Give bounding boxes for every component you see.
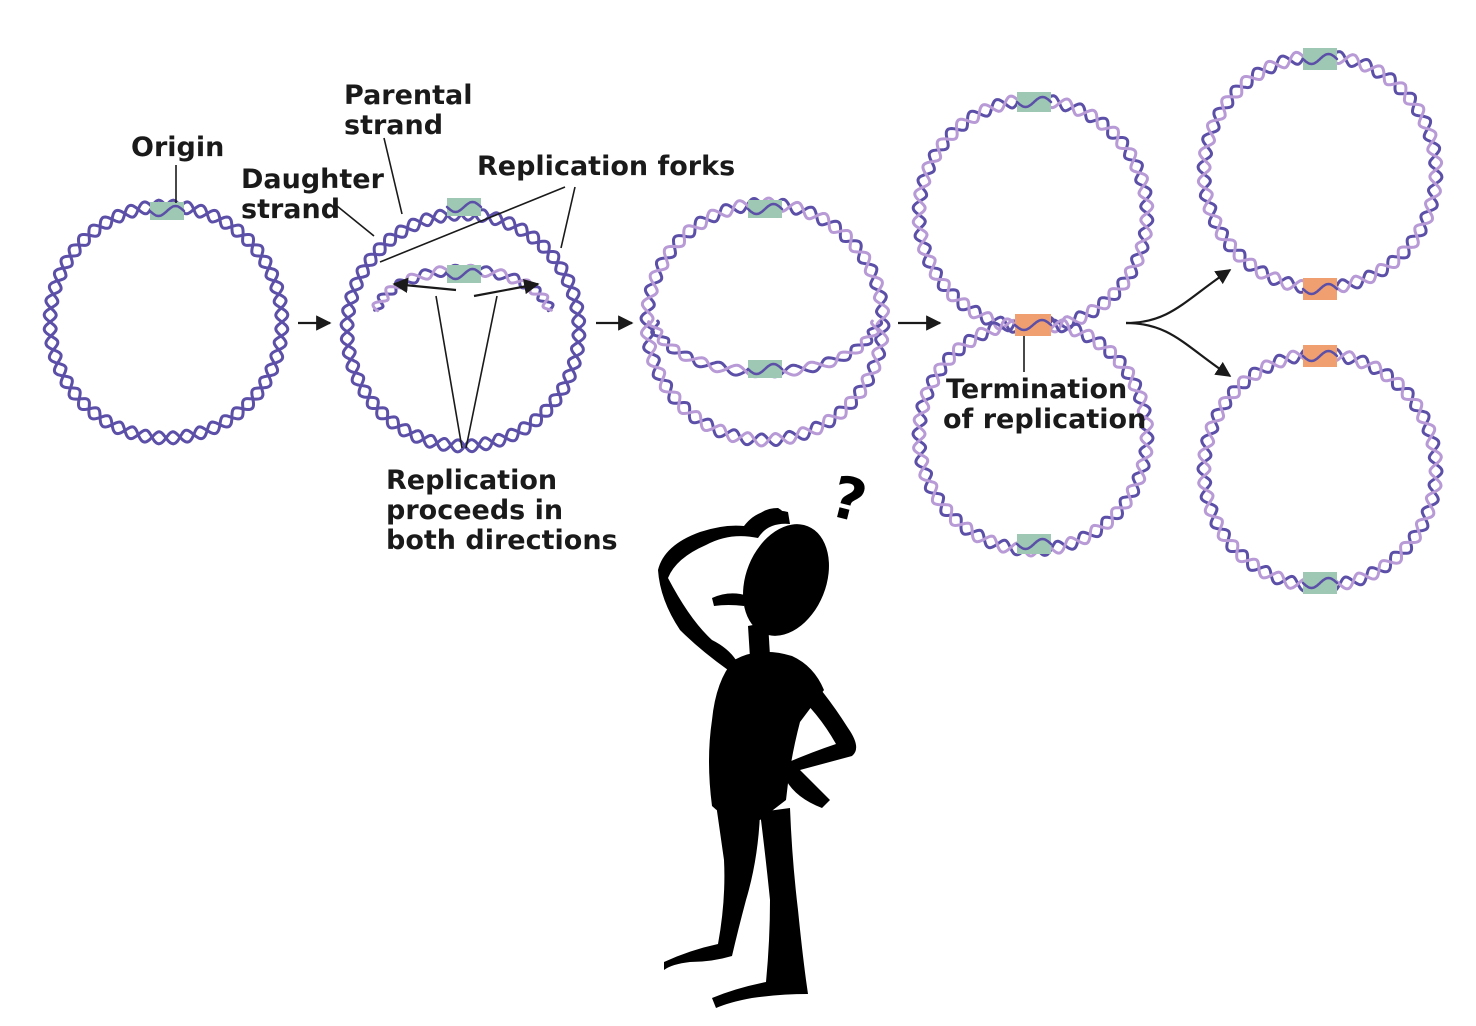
origin-helix-segment xyxy=(1015,95,1053,109)
origin-helix-segment xyxy=(1301,349,1339,363)
direction-arrow-left xyxy=(392,277,457,293)
question-mark-icon: ? xyxy=(824,462,873,536)
replication-forks-label: Replication forks xyxy=(477,151,735,182)
daughter-leader xyxy=(336,205,375,237)
origin-helix-segment xyxy=(148,204,186,218)
daughter-strand-label-2: strand xyxy=(241,194,340,225)
upper-product-helix xyxy=(1196,48,1444,296)
thinking-person-icon: ? xyxy=(658,462,873,1008)
parental-daughter-helix xyxy=(639,196,891,448)
strand-b xyxy=(639,196,891,448)
strand-b xyxy=(42,198,290,446)
daughter-strand-label-1: Daughter xyxy=(241,164,385,195)
termination-label-1: Termination xyxy=(946,374,1127,405)
origin-helix-segment xyxy=(445,200,483,214)
fork-leader-left xyxy=(379,186,566,263)
process-arrow-split-down xyxy=(1125,321,1232,377)
proceeds-leader-1 xyxy=(435,295,463,449)
origin-helix-segment xyxy=(1015,537,1053,551)
strand-a xyxy=(1196,347,1444,593)
proceeds-label-3: both directions xyxy=(386,525,618,556)
stage-3-circle xyxy=(639,196,891,448)
origin-label: Origin xyxy=(131,132,224,163)
parental-strand-label-2: strand xyxy=(344,110,443,141)
origin-helix-segment xyxy=(1013,318,1053,332)
strand-b xyxy=(911,92,1155,336)
stage-4-circles xyxy=(911,92,1155,558)
parental-helix xyxy=(339,206,587,454)
strand-a xyxy=(339,206,587,454)
stage-1-circle xyxy=(42,198,290,446)
strand-b xyxy=(1196,48,1444,296)
proceeds-label-2: proceeds in xyxy=(386,495,563,526)
process-arrow-split-up xyxy=(1125,269,1232,325)
parental-helix xyxy=(42,198,290,446)
origin-helix-segment xyxy=(746,202,784,216)
strand-b xyxy=(912,314,1154,558)
strand-a xyxy=(639,196,891,448)
parental-leader xyxy=(383,137,403,215)
proceeds-leader-2 xyxy=(465,295,498,449)
direction-arrow-right xyxy=(473,278,540,298)
origin-helix-segment xyxy=(1301,52,1339,66)
strand-b xyxy=(339,206,587,454)
strand-a xyxy=(1196,48,1444,296)
fork-leader-right xyxy=(560,186,576,249)
parental-strand-label-1: Parental xyxy=(344,80,473,111)
origin-helix-segment xyxy=(1301,282,1339,296)
upper-daughter-helix xyxy=(911,92,1155,336)
origin-helix-segment xyxy=(445,267,483,281)
lower-daughter-helix xyxy=(911,314,1155,558)
proceeds-label-1: Replication xyxy=(386,465,557,496)
lower-product-helix xyxy=(1196,346,1444,594)
stage-2-circle xyxy=(339,198,587,454)
origin-helix-segment xyxy=(1301,576,1339,590)
origin-helix-segment xyxy=(746,362,784,376)
stage-5-circles xyxy=(1196,48,1444,594)
strand-b xyxy=(1197,346,1443,594)
termination-label-2: of replication xyxy=(943,404,1146,435)
